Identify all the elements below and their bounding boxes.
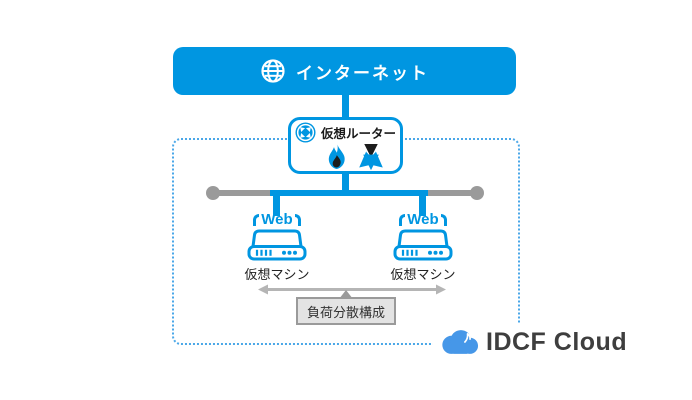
network-segment-highlight — [270, 190, 428, 196]
connector-internet-router — [342, 94, 349, 119]
virtual-router-box: 仮想ルーター — [288, 117, 403, 174]
vm-group-left: Web 仮想マシン — [240, 212, 314, 283]
globe-icon — [260, 58, 286, 84]
connector-router-network — [342, 172, 349, 196]
vm-label: 仮想マシン — [244, 267, 310, 282]
web-badge-text: Web — [407, 211, 439, 228]
web-server-icon — [247, 229, 307, 261]
vm-group-right: Web 仮想マシン — [386, 212, 460, 283]
load-balance-arrow-icon — [258, 283, 446, 301]
virtual-router-label: 仮想ルーター — [320, 126, 396, 141]
virtual-router-icon — [295, 121, 316, 143]
logo-text: IDCF Cloud — [486, 327, 628, 356]
web-badge: Web — [399, 211, 447, 229]
vm-label: 仮想マシン — [390, 267, 456, 282]
internet-bar: インターネット — [173, 47, 516, 95]
connector-network-vm-right — [419, 191, 426, 216]
badge-bracket-left — [399, 214, 406, 226]
web-server-icon — [393, 229, 453, 261]
idcf-cloud-logo: IDCF Cloud — [433, 324, 634, 360]
load-distribution-icon — [358, 143, 384, 170]
connector-network-vm-left — [273, 191, 280, 216]
web-badge-text: Web — [261, 211, 293, 228]
badge-bracket-left — [253, 214, 260, 226]
web-badge: Web — [253, 211, 301, 229]
internet-label: インターネット — [296, 63, 429, 83]
badge-bracket-right — [294, 214, 301, 226]
load-balance-label: 負荷分散構成 — [296, 290, 396, 325]
firewall-flame-icon — [325, 144, 348, 170]
cloud-logo-icon — [439, 327, 479, 357]
badge-bracket-right — [440, 214, 447, 226]
